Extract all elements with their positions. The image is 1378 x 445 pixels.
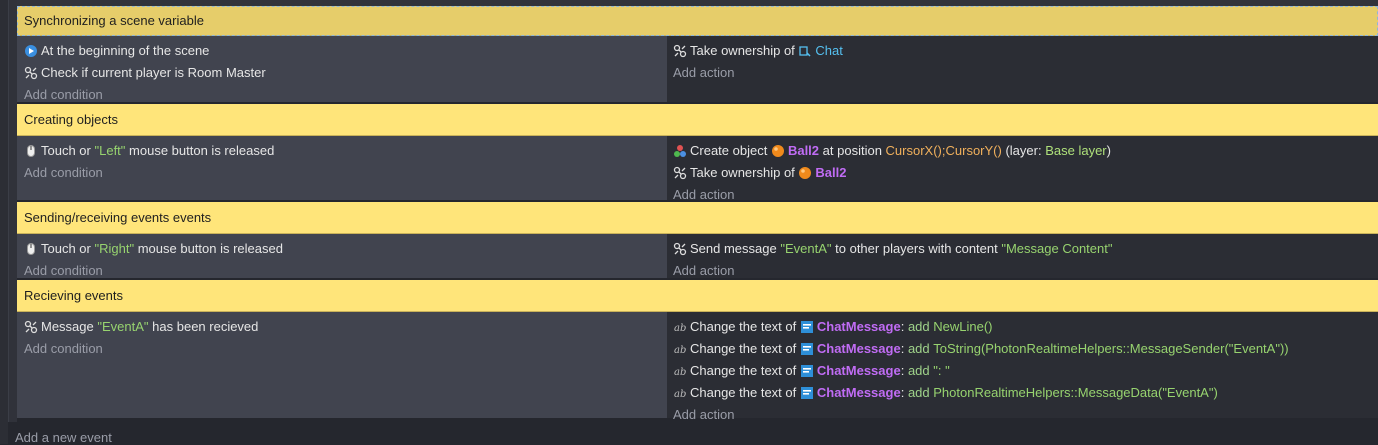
- text-object-icon: [800, 364, 814, 378]
- add-condition-link[interactable]: Add condition: [24, 87, 103, 102]
- ball-sprite-icon: [771, 144, 785, 158]
- comment-text: Recieving events: [24, 288, 123, 303]
- multiplayer-icon: [24, 320, 38, 334]
- text-icon: ab: [673, 364, 687, 378]
- conditions-panel[interactable]: Message "EventA" has been recieved Add c…: [17, 312, 667, 420]
- comment-text: Synchronizing a scene variable: [24, 13, 204, 28]
- add-condition-link[interactable]: Add condition: [24, 263, 103, 278]
- action-change-text[interactable]: ab Change the text of ChatMessage : add …: [673, 363, 950, 378]
- add-action-link[interactable]: Add action: [673, 407, 735, 422]
- conditions-panel[interactable]: Touch or "Left" mouse button is released…: [17, 136, 667, 202]
- conditions-panel[interactable]: Touch or "Right" mouse button is release…: [17, 234, 667, 280]
- action-change-text[interactable]: ab Change the text of ChatMessage : add …: [673, 385, 1218, 400]
- action-send-message[interactable]: Send message "EventA" to other players w…: [673, 238, 1378, 260]
- conditions-panel[interactable]: At the beginning of the scene Check if c…: [17, 36, 667, 104]
- condition-message-received[interactable]: Message "EventA" has been recieved: [24, 316, 667, 338]
- event-sheet-top-strip: [17, 0, 1378, 6]
- svg-text:ab: ab: [674, 345, 686, 356]
- condition-mouse-released-right[interactable]: Touch or "Right" mouse button is release…: [24, 238, 667, 260]
- text-object-icon: [800, 386, 814, 400]
- multiplayer-icon: [673, 242, 687, 256]
- actions-panel[interactable]: Send message "EventA" to other players w…: [667, 234, 1378, 280]
- condition-mouse-released-left[interactable]: Touch or "Left" mouse button is released: [24, 140, 667, 162]
- action-take-ownership[interactable]: Take ownership of Ball2: [673, 162, 1378, 184]
- event-4[interactable]: Message "EventA" has been recieved Add c…: [17, 312, 1378, 422]
- mouse-icon: [24, 242, 38, 256]
- svg-text:ab: ab: [674, 323, 686, 334]
- add-action-link[interactable]: Add action: [673, 263, 735, 278]
- comment-event-creating-objects[interactable]: Creating objects: [17, 104, 1378, 136]
- svg-text:ab: ab: [674, 389, 686, 400]
- add-new-event-link[interactable]: Add a new event: [15, 430, 112, 445]
- add-condition-link[interactable]: Add condition: [24, 341, 103, 356]
- actions-panel[interactable]: ab Change the text of ChatMessage : add …: [667, 312, 1378, 422]
- event-2[interactable]: Touch or "Left" mouse button is released…: [17, 136, 1378, 202]
- condition-is-room-master[interactable]: Check if current player is Room Master: [24, 62, 667, 84]
- scene-variable-icon: [798, 44, 812, 58]
- action-create-object[interactable]: Create object Ball2 at position CursorX(…: [673, 140, 1378, 162]
- events-sheet: Synchronizing a scene variable At the be…: [17, 0, 1378, 422]
- multiplayer-icon: [24, 66, 38, 80]
- text-object-icon: [800, 342, 814, 356]
- create-object-icon: [673, 144, 687, 158]
- svg-text:ab: ab: [674, 367, 686, 378]
- add-action-link[interactable]: Add action: [673, 187, 735, 202]
- scene-start-icon: [24, 44, 38, 58]
- action-change-text[interactable]: ab Change the text of ChatMessage : add …: [673, 319, 993, 334]
- mouse-icon: [24, 144, 38, 158]
- condition-scene-start[interactable]: At the beginning of the scene: [24, 40, 667, 62]
- multiplayer-icon: [673, 166, 687, 180]
- event-3[interactable]: Touch or "Right" mouse button is release…: [17, 234, 1378, 280]
- action-change-text[interactable]: ab Change the text of ChatMessage : add …: [673, 341, 1289, 356]
- actions-panel[interactable]: Take ownership of Chat Add action: [667, 36, 1378, 104]
- ball-sprite-icon: [798, 166, 812, 180]
- action-take-ownership[interactable]: Take ownership of Chat: [673, 40, 1378, 62]
- text-object-icon: [800, 320, 814, 334]
- text-icon: ab: [673, 386, 687, 400]
- comment-event-sending-receiving[interactable]: Sending/receiving events events: [17, 202, 1378, 234]
- comment-text: Sending/receiving events events: [24, 210, 212, 225]
- comment-event-sync-variable[interactable]: Synchronizing a scene variable: [17, 6, 1378, 36]
- gutter-divider: [8, 0, 9, 422]
- multiplayer-icon: [673, 44, 687, 58]
- event-gutter: [9, 0, 17, 422]
- comment-event-recieving[interactable]: Recieving events: [17, 280, 1378, 312]
- add-action-link[interactable]: Add action: [673, 65, 735, 80]
- left-gutter: [0, 0, 8, 444]
- add-condition-link[interactable]: Add condition: [24, 165, 103, 180]
- text-icon: ab: [673, 342, 687, 356]
- actions-panel[interactable]: Create object Ball2 at position CursorX(…: [667, 136, 1378, 202]
- event-1[interactable]: At the beginning of the scene Check if c…: [17, 36, 1378, 104]
- comment-text: Creating objects: [24, 112, 118, 127]
- text-icon: ab: [673, 320, 687, 334]
